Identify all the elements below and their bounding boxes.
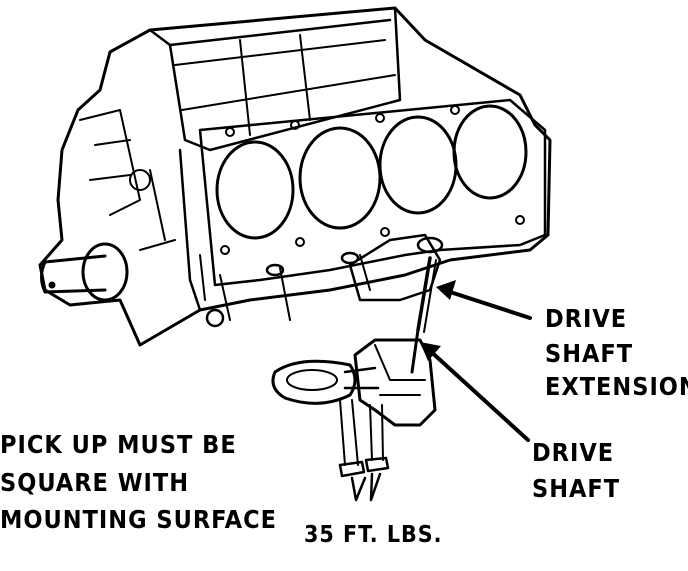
main-cap-bolts [265, 251, 360, 277]
arrowhead-drive-shaft [420, 342, 441, 361]
torque-bolts [338, 456, 390, 478]
drive-shaft-extension-rod-b [423, 259, 437, 333]
lower-skirt [199, 254, 371, 321]
water-jacket-holes [220, 105, 525, 255]
cylinder-bore-1 [215, 140, 295, 240]
crankshaft-nose [40, 254, 107, 294]
pump-mounting-studs [339, 399, 384, 466]
label-drive-shaft-extension-line2: SHAFT [545, 339, 634, 368]
drive-shaft-rod [410, 328, 420, 374]
front-boss [129, 169, 151, 191]
oil-pump-body [353, 338, 437, 427]
rear-main-cap [348, 233, 442, 302]
pickup-screen-inner [286, 369, 338, 391]
label-drive-shaft-extension-line1: DRIVE [545, 304, 628, 333]
cylinder-bore-3 [378, 115, 458, 215]
pickup-note-line1: PICK UP MUST BE [0, 430, 237, 459]
oil-pump-detail [374, 344, 426, 396]
torque-arrow [350, 472, 382, 502]
pickup-screen [271, 359, 357, 405]
leader-arrow-drive-shaft [425, 346, 530, 442]
cylinder-bore-4 [452, 104, 528, 200]
cylinder-bore-2 [298, 126, 382, 230]
oil-drain-plug [205, 308, 225, 328]
leader-arrow-extension [442, 288, 532, 320]
label-drive-shaft-extension-line3: EXTENSION [545, 372, 688, 401]
label-drive-shaft-line2: SHAFT [532, 474, 621, 503]
distributor-bore [416, 236, 444, 254]
pickup-tube [343, 366, 380, 390]
front-detail [79, 109, 176, 251]
arrowhead-extension [436, 280, 456, 300]
drive-shaft-extension-rod [416, 256, 432, 332]
torque-spec-label: 35 FT. LBS. [304, 522, 443, 548]
head-surface [198, 98, 547, 287]
top-deck [148, 6, 402, 312]
crank-bolt [48, 281, 56, 289]
block-outline [38, 6, 552, 347]
valley-interior [174, 34, 396, 136]
label-drive-shaft-line1: DRIVE [532, 438, 615, 467]
crankshaft-flange [81, 242, 129, 302]
pickup-note-line3: MOUNTING SURFACE [0, 505, 277, 534]
pickup-note-line2: SQUARE WITH [0, 468, 190, 497]
